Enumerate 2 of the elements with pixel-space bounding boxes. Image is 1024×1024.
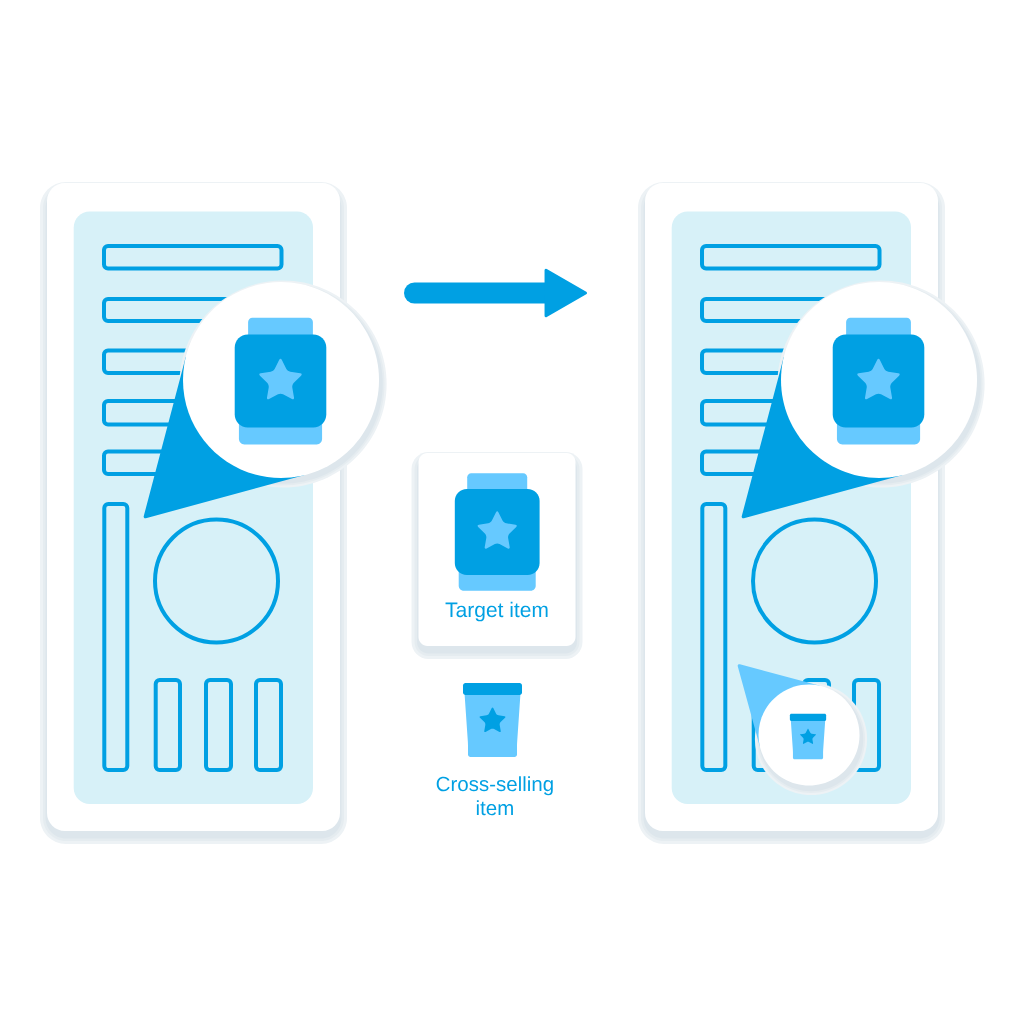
arrow bbox=[404, 268, 587, 318]
item-caption: Cross-selling item bbox=[436, 776, 553, 816]
